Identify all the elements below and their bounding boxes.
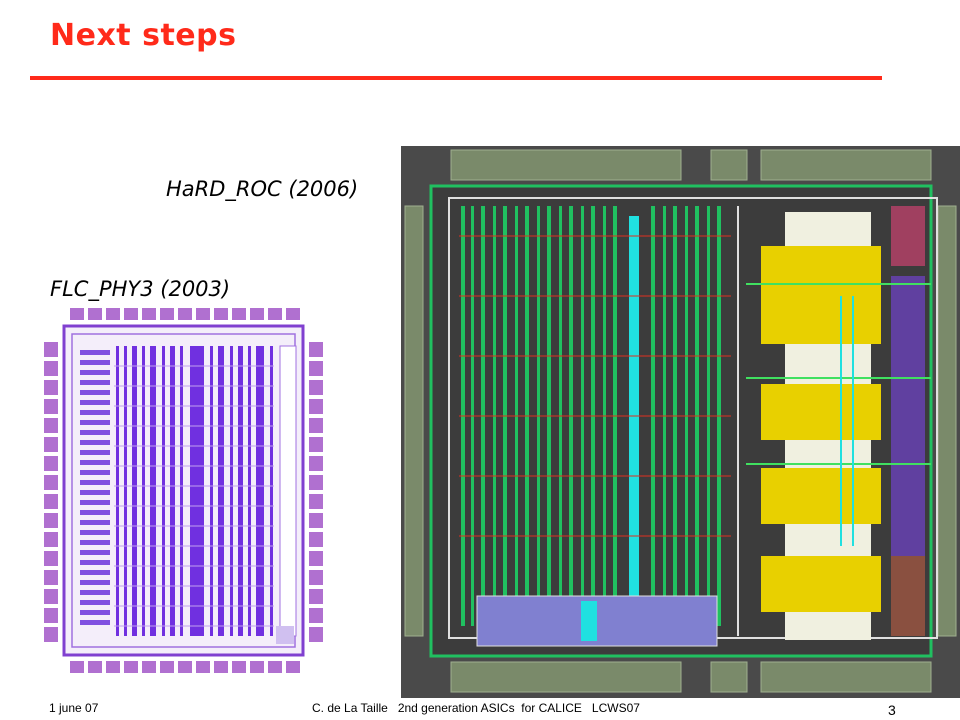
slide-title: Next steps [50, 18, 237, 53]
page-number: 3 [888, 702, 896, 718]
hardroc-layout-image [401, 146, 960, 698]
footer-author: C. de La Taille 2nd generation ASICs for… [312, 701, 640, 715]
flc-phy3-label: FLC_PHY3 (2003) [50, 277, 231, 301]
hardroc-label: HaRD_ROC (2006) [166, 177, 359, 201]
title-underline [30, 76, 882, 80]
flc-phy3-layout-image [44, 306, 323, 675]
footer-date: 1 june 07 [49, 701, 99, 715]
